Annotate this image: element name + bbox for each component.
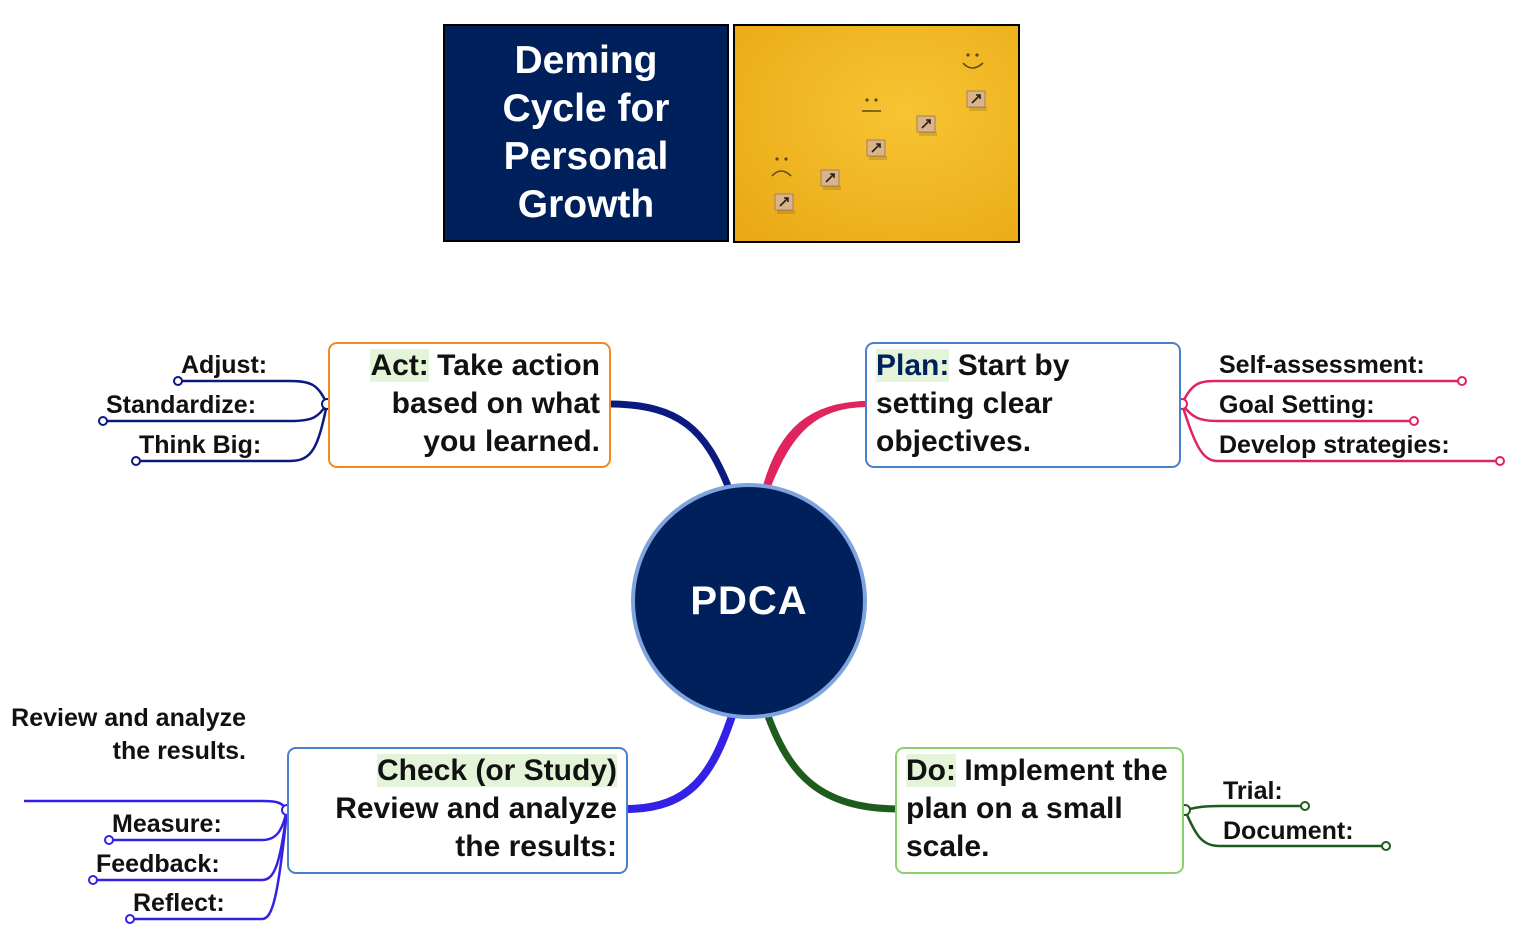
plan-subtopic-goal-setting[interactable]: Goal Setting: <box>1219 391 1375 419</box>
act-subtopic-adjust[interactable]: Adjust: <box>181 351 268 379</box>
do-lead: Do: <box>906 754 956 787</box>
check-subtopic-review[interactable]: Review and analyze the results. <box>11 704 246 765</box>
do-branch-line <box>764 712 901 813</box>
expand-icon[interactable] <box>131 456 141 466</box>
do-subtopic-document[interactable]: Document: <box>1223 817 1354 845</box>
check-subtopic-measure[interactable]: Measure: <box>112 810 222 838</box>
diagram-title: Deming Cycle for Personal Growth <box>502 39 670 226</box>
central-topic-label: PDCA <box>690 578 808 623</box>
expand-icon[interactable] <box>1409 416 1419 426</box>
act-topic[interactable]: Act: Take action based on what you learn… <box>328 342 611 468</box>
act-branch-line <box>608 400 732 490</box>
check-lead: Check (or Study) <box>376 754 617 787</box>
do-subtopic-trial[interactable]: Trial: <box>1223 777 1283 805</box>
expand-icon[interactable] <box>1457 376 1467 386</box>
plan-text: Start by setting clear objectives. <box>876 349 1070 458</box>
check-text: Review and analyze the results: <box>335 792 617 863</box>
act-lead: Act: <box>370 349 429 382</box>
plan-subtopic-develop-strategies[interactable]: Develop strategies: <box>1219 431 1450 459</box>
plan-lead: Plan: <box>876 349 950 382</box>
act-subtopic-standardize[interactable]: Standardize: <box>106 391 257 419</box>
check-topic[interactable]: Check (or Study) Review and analyze the … <box>287 747 628 874</box>
check-branch-line <box>624 712 736 813</box>
expand-icon[interactable] <box>125 914 135 924</box>
expand-icon[interactable] <box>1381 841 1391 851</box>
expand-icon[interactable] <box>1495 456 1505 466</box>
plan-branch-line <box>762 401 867 489</box>
act-subtopic-think-big[interactable]: Think Big: <box>139 431 262 459</box>
do-text: Implement the plan on a small scale. <box>906 754 1168 863</box>
central-topic[interactable]: PDCA <box>631 483 867 719</box>
expand-icon[interactable] <box>104 835 114 845</box>
do-topic[interactable]: Do: Implement the plan on a small scale. <box>895 747 1184 874</box>
check-subtopic-feedback[interactable]: Feedback: <box>96 850 220 878</box>
growth-photo <box>733 24 1020 243</box>
expand-icon[interactable] <box>173 376 183 386</box>
act-text: Take action based on what you learned. <box>391 349 600 458</box>
check-subtopic-reflect[interactable]: Reflect: <box>133 889 225 917</box>
plan-topic[interactable]: Plan: Start by setting clear objectives. <box>865 342 1181 468</box>
expand-icon[interactable] <box>1300 801 1310 811</box>
expand-icon[interactable] <box>98 416 108 426</box>
plan-subtopic-self-assessment[interactable]: Self-assessment: <box>1219 351 1425 379</box>
ascending-blocks-with-faces-icon <box>735 26 1018 241</box>
title-box[interactable]: Deming Cycle for Personal Growth <box>443 24 729 242</box>
expand-icon[interactable] <box>88 875 98 885</box>
